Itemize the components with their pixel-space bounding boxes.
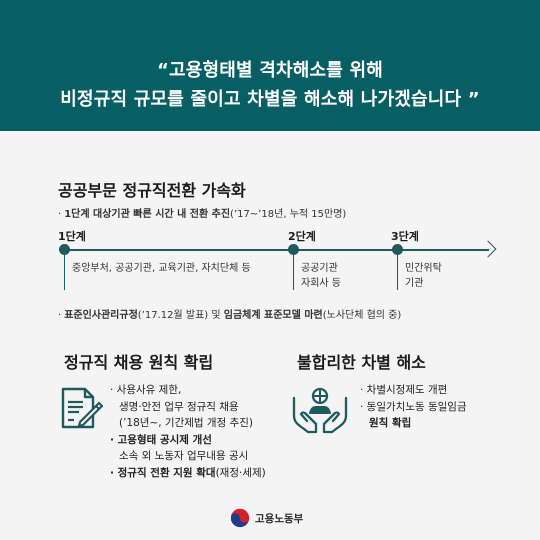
list-item: · 동일가치노동 동일임금 [360,400,467,413]
document-pen-icon [61,387,103,429]
header-line-2: 비정규직 규모를 줄이고 차별을 해소해 나가겠습니다 ” [60,89,480,110]
stage1-note: ·1단계 대상기관 빠른 시간 내 전환 추진(’17~’18년, 누적 15만… [58,205,346,220]
list-item: 소속 외 노동자 업무내용 공시 [119,450,249,462]
bullet: · [58,209,62,220]
list-item: · 고용형태 공시제 개선 [110,433,212,446]
hiring-principle-list: · 사용사유 제한, 생명·안전 업무 정규직 채용 (’18년~, 기간제법 … [110,382,266,481]
list-item: · 차별시정제도 개편 [360,384,448,396]
stage-3-label: 3단계 [391,230,419,243]
stage-timeline: 1단계 중앙부처, 공공기관, 교육기관, 자치단체 등 2단계 공공기관 자회… [58,228,498,298]
ministry-name: 고용노동부 [255,512,304,525]
header-line-1: “고용형태별 격차해소를 위해 [156,60,384,81]
stage-2-label: 2단계 [288,230,316,243]
note-bold-2: 임금체계 표준모델 마련 [223,310,323,321]
header-banner: “고용형태별 격차해소를 위해 비정규직 규모를 줄이고 차별을 해소해 나가겠… [0,0,540,131]
section-title-public-sector: 공공부문 정규직전환 가속화 [58,181,246,200]
stage-2-dot [288,244,299,255]
stage-3-connector [397,250,398,290]
list-item: 원칙 확립 [369,417,412,429]
list-item: 생명·안전 업무 정규직 채용 [119,400,239,413]
stage-2-desc: 공공기관 자회사 등 [301,263,341,289]
section-title-discrimination: 불합리한 차별 해소 [297,353,426,372]
hands-holding-people-icon [292,387,348,434]
timeline-arrow-icon [479,240,497,258]
taegeuk-logo-icon [230,508,250,528]
list-item: · 사용사유 제한, [110,384,182,396]
stage-1-connector [64,250,65,290]
stage-2-connector [293,250,294,290]
note-bold: 1단계 대상기관 빠른 시간 내 전환 추진 [64,209,231,220]
standard-model-note: ·표준인사관리규정(’17.12월 발표) 및 임금체계 표준모델 마련(노사단… [58,306,401,321]
ministry-logo: 고용노동부 [230,507,303,529]
section-title-hiring-principle: 정규직 채용 원칙 확립 [64,353,214,372]
note-rest: (’17~’18년, 누적 15만명) [230,209,347,220]
bullet: · [58,310,62,321]
stage-3-desc: 민간위탁 기관 [405,263,442,289]
discrimination-list: · 차별시정제도 개편 · 동일가치노동 동일임금 원칙 확립 [360,382,467,432]
stage-1-desc: 중앙부처, 공공기관, 교육기관, 자치단체 등 [72,263,251,274]
timeline-line [64,249,489,251]
stage-1-dot [59,244,70,255]
stage-1-label: 1단계 [58,230,86,243]
note-rest: (노사단체 협의 중) [322,310,402,321]
list-item: · 정규직 전환 지원 확대(재정·세제) [110,466,266,479]
list-item: (’18년~, 기간제법 개정 추진) [119,417,253,429]
note-mid: (’17.12월 발표) 및 [137,310,224,321]
stage-3-dot [392,244,403,255]
note-bold-1: 표준인사관리규정 [64,310,138,321]
